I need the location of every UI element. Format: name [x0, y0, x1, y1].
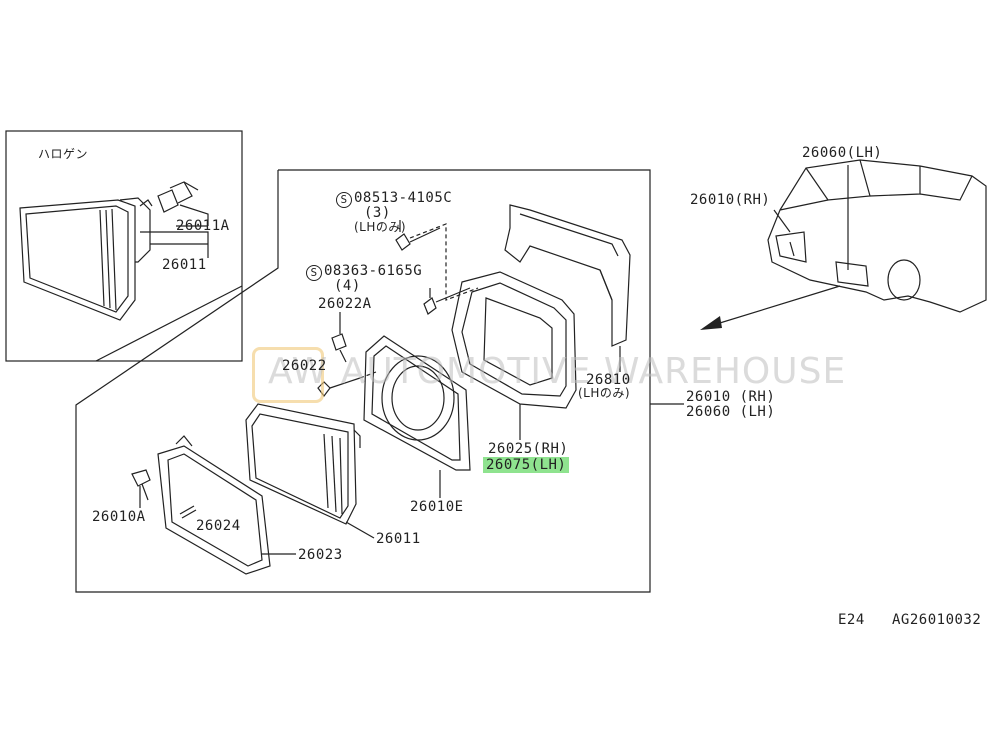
- arrow-head: [700, 316, 722, 330]
- label-screw-08363-qty: (4): [334, 278, 361, 294]
- label-26075-highlighted[interactable]: 26075(LH): [483, 457, 570, 473]
- halogen-bulb-drawing: [157, 181, 199, 213]
- vehicle-drawing: [767, 159, 987, 313]
- footer-page: E24: [838, 612, 865, 628]
- halogen-lamp-drawing: [19, 197, 153, 321]
- nut-26022A-drawing: [331, 333, 347, 363]
- label-26060-lh: 26060 (LH): [686, 404, 776, 420]
- label-26024: 26024: [196, 518, 241, 534]
- label-vehicle-26010-rh: 26010(RH): [690, 192, 771, 208]
- footer-code: AG26010032: [892, 612, 982, 628]
- watermark-text: AW AUTOMOTIVE WAREHOUSE: [268, 351, 847, 392]
- label-26022A: 26022A: [318, 296, 372, 312]
- label-26023: 26023: [298, 547, 343, 563]
- main-frame: [75, 169, 651, 593]
- label-26011: 26011: [376, 531, 421, 547]
- watermark-badge: [252, 347, 324, 403]
- label-26025: 26025(RH): [488, 441, 569, 457]
- label-26022: 26022: [282, 358, 327, 374]
- watermark: AW AUTOMOTIVE WAREHOUSE: [252, 343, 845, 403]
- label-screw-08513-qty: (3): [364, 205, 391, 221]
- label-26010E: 26010E: [410, 499, 464, 515]
- label-26810: 26810: [586, 372, 631, 388]
- label-26011A: 26011A: [176, 218, 230, 234]
- arrow-line: [709, 285, 841, 327]
- label-26810-note: (LHのみ): [578, 386, 631, 400]
- label-vehicle-26060-lh: 26060(LH): [802, 145, 883, 161]
- label-26010-rh: 26010 (RH): [686, 389, 776, 405]
- label-26011-inset: 26011: [162, 257, 207, 273]
- screw-26024-drawing: [179, 505, 197, 519]
- screw-26010A-drawing: [131, 469, 151, 501]
- screw-08363-drawing: [423, 287, 471, 315]
- inset-frame: [5, 130, 243, 362]
- retaining-ring-26023-drawing: [157, 435, 271, 575]
- bracket-26810-drawing: [504, 204, 631, 347]
- standard-part-icon: S: [336, 192, 352, 208]
- highlighted-part-number[interactable]: 26075(LH): [483, 457, 570, 473]
- gasket-26025-drawing: [451, 271, 577, 409]
- inset-title: ハロゲン: [38, 147, 89, 161]
- standard-part-icon: S: [306, 265, 322, 281]
- screw-08513-drawing: [395, 227, 441, 251]
- sealed-beam-26011-drawing: [245, 403, 361, 525]
- label-screw-08513-note: (LHのみ): [354, 220, 407, 234]
- mounting-ring-26010E-drawing: [363, 335, 471, 471]
- label-26010A: 26010A: [92, 509, 146, 525]
